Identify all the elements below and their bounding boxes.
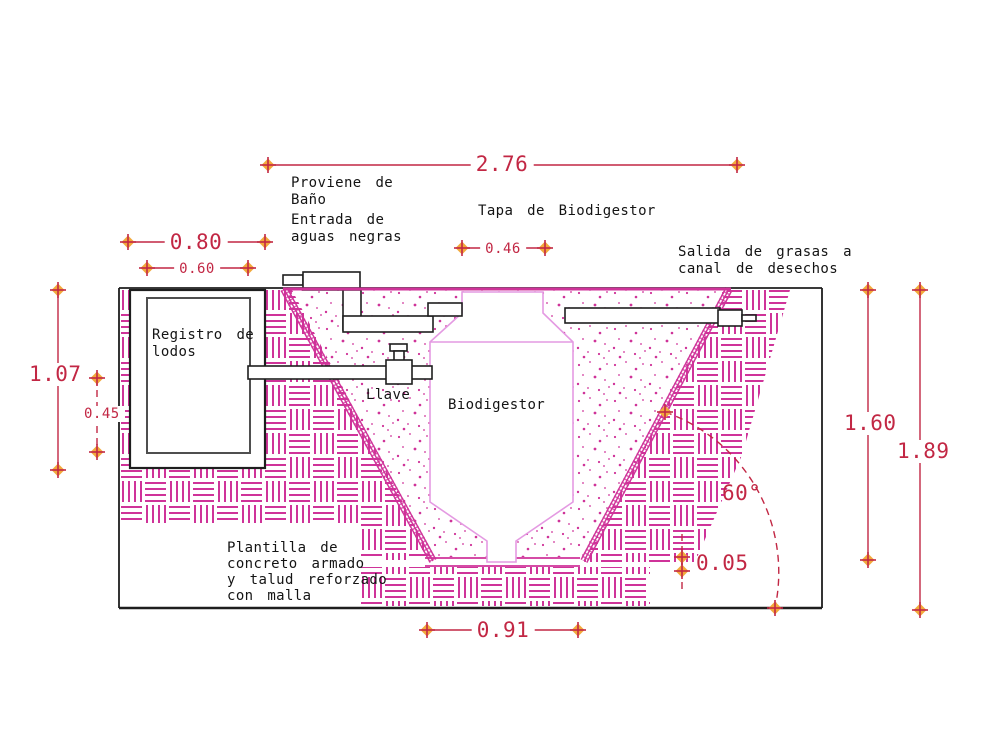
- label-biodigestor: Biodigestor: [448, 397, 546, 413]
- registro-chamber: [128, 288, 267, 470]
- hatch-right-region: [584, 290, 790, 562]
- label-llave: Llave: [366, 387, 411, 403]
- valve-pipe: [247, 343, 433, 385]
- dim-registro-outer-width: 0.80: [164, 231, 228, 254]
- dim-registro-inner-width: 0.60: [174, 261, 220, 277]
- angle-arc: [664, 411, 780, 609]
- outlet-pipe: [564, 307, 757, 327]
- label-plantilla: Plantilla de concreto armado y talud ref…: [227, 540, 388, 605]
- left-slope-talud: [280, 287, 437, 563]
- label-tapa-biodigestor: Tapa de Biodigestor: [478, 203, 656, 219]
- label-proviene-bano: Proviene de Baño: [291, 175, 394, 208]
- dim-slope-angle: 60°: [722, 481, 762, 505]
- label-entrada-aguas: Entrada de aguas negras: [291, 212, 402, 245]
- dim-registro-depth-inner: 0.45: [79, 406, 125, 422]
- right-slope-talud: [580, 287, 733, 563]
- dim-top-width: 2.76: [470, 153, 534, 176]
- dim-tapa-width: 0.46: [480, 241, 526, 257]
- dim-registro-depth-total: 1.07: [24, 363, 87, 386]
- section-box: [118, 287, 823, 610]
- label-registro-lodos: Registro de lodos: [152, 327, 255, 360]
- biodigestor-tank-outline: [429, 291, 574, 563]
- hatch-floor-region: [358, 567, 650, 606]
- dim-floor-width: 0.91: [471, 619, 535, 642]
- dim-pit-depth: 1.60: [839, 412, 902, 435]
- dim-slab-thickness: 0.05: [696, 551, 749, 575]
- dim-total-depth: 1.89: [892, 440, 955, 463]
- inlet-pipe: [282, 271, 463, 333]
- label-salida-grasas: Salida de grasas a canal de desechos: [678, 244, 852, 277]
